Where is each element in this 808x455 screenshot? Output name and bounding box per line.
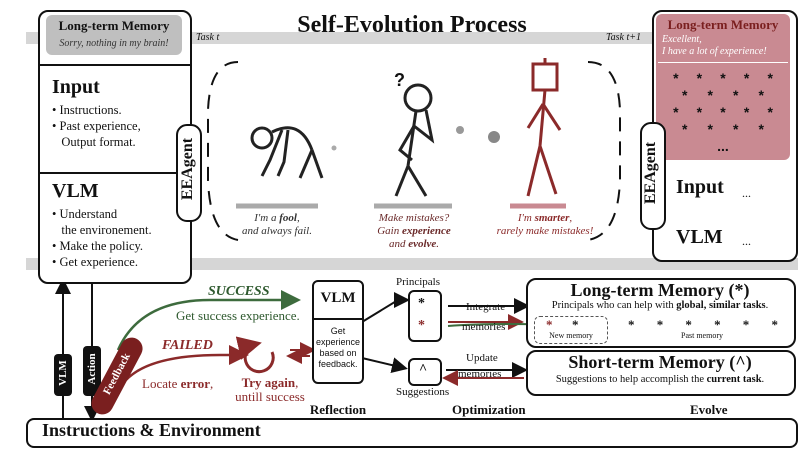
- left-eeagent-label: EEAgent: [179, 137, 196, 201]
- progress-dot: [456, 126, 464, 134]
- new-memory-box: [534, 316, 608, 344]
- failed-title: FAILED: [162, 338, 213, 353]
- action-connector-text: Action: [86, 353, 98, 385]
- stage-caption-3: I'm smarter, rarely make mistakes!: [496, 212, 594, 237]
- retry-icon: [235, 336, 275, 374]
- top-band: [26, 32, 798, 44]
- reflection-text: Get experience based on feedback.: [315, 326, 361, 369]
- long-term-memory-box: [526, 278, 796, 348]
- evolve-label: Evolve: [690, 402, 728, 417]
- left-eeagent-pill: [176, 124, 202, 222]
- success-title: SUCCESS: [208, 284, 270, 299]
- divider: [38, 64, 190, 66]
- list-item: • Make the policy.: [52, 239, 144, 253]
- stage-caption-2: Make mistakes? Gain experience and evolv…: [377, 212, 451, 250]
- suggestion-caret: ^: [419, 362, 428, 377]
- memory-star-grid: ***** **** ***** **** ...: [673, 70, 773, 154]
- list-item: • Instructions.: [52, 103, 122, 117]
- progress-dot: [331, 145, 337, 151]
- right-memory-box: [656, 14, 790, 160]
- principal-star-2: *: [418, 318, 425, 333]
- ltm-subtitle: Principals who can help with global, sim…: [551, 300, 769, 311]
- left-dashed-bracket: [207, 61, 239, 241]
- locate-error-text: Locate error,: [142, 376, 214, 391]
- action-connector-label: [83, 346, 101, 396]
- stick-figure-fool: [250, 126, 324, 179]
- list-item: • Past experience,: [52, 119, 141, 133]
- left-vlm-heading: VLM: [52, 180, 99, 202]
- question-mark-icon: ?: [394, 70, 405, 90]
- left-memory-text: Sorry, nothing in my brain!: [59, 38, 169, 49]
- new-memory-label: New memory: [549, 331, 593, 340]
- list-item: • Get experience.: [52, 255, 138, 269]
- principals-box: [408, 290, 442, 342]
- left-input-heading: Input: [52, 76, 100, 98]
- task-t-label: Task t: [196, 32, 220, 43]
- list-item: the environement.: [61, 223, 152, 237]
- suggestions-box: [408, 358, 442, 386]
- middle-band: [26, 258, 798, 270]
- list-item: Output format.: [61, 135, 136, 149]
- principals-label: Principals: [396, 276, 440, 288]
- task-t1-label: Task t+1: [606, 32, 641, 43]
- past-memory-label: Past memory: [681, 331, 723, 340]
- right-dashed-bracket: [587, 61, 621, 241]
- vlm-connector-label: [54, 354, 72, 396]
- optimization-label: Optimization: [452, 402, 526, 417]
- new-memory-stars: * *: [546, 317, 579, 332]
- right-vlm-dots: ...: [742, 234, 751, 248]
- left-memory-title: Long-term Memory: [58, 18, 170, 33]
- vlm-connector-text: VLM: [57, 360, 69, 386]
- short-term-memory-box: [526, 350, 796, 396]
- right-input-dots: ...: [742, 186, 751, 200]
- divider: [38, 172, 190, 174]
- stick-figure-smarter: [526, 58, 562, 197]
- right-memory-title: Long-term Memory: [667, 17, 779, 32]
- reflection-vlm: VLM: [320, 290, 356, 306]
- environment-label: Instructions & Environment: [42, 420, 261, 440]
- left-memory-box: [46, 15, 182, 55]
- update-label: Update memories: [458, 352, 502, 380]
- reflection-label: Reflection: [309, 402, 367, 417]
- stage-caption-1: I'm a fool, and always fail.: [242, 212, 312, 237]
- right-eeagent-label: EEAgent: [642, 141, 659, 205]
- environment-bar: [26, 418, 798, 448]
- stm-title: Short-term Memory (^): [568, 352, 752, 372]
- reflection-box: [312, 280, 364, 384]
- progress-dot: [488, 131, 500, 143]
- left-input-list: • Instructions. • Past experience, Outpu…: [52, 102, 182, 150]
- stick-figure-thinking: [394, 83, 435, 197]
- suggestions-label: Suggestions: [396, 386, 450, 398]
- list-item: • Understand: [52, 207, 118, 221]
- diagram-title: Self-Evolution Process: [297, 12, 527, 38]
- try-again-text: Try again, untill success: [235, 375, 305, 404]
- right-eeagent-pill: [640, 122, 666, 230]
- right-memory-text: Excellent, I have a lot of experience!: [662, 34, 767, 57]
- ltm-title: Long-term Memory (*): [570, 280, 750, 300]
- left-agent-panel: [38, 10, 192, 284]
- right-input-heading: Input: [676, 176, 724, 198]
- stm-subtitle: Suggestions to help accomplish the curre…: [555, 374, 765, 385]
- past-memory-stars: ******: [628, 317, 778, 332]
- failed-arrow: [125, 345, 249, 381]
- integrate-label: Integrate memories: [462, 301, 506, 333]
- right-vlm-heading: VLM: [676, 226, 723, 248]
- principal-star-1: *: [418, 296, 425, 311]
- success-text: Get success experience.: [176, 308, 300, 323]
- left-vlm-list: • Understand the environement. • Make th…: [52, 206, 182, 270]
